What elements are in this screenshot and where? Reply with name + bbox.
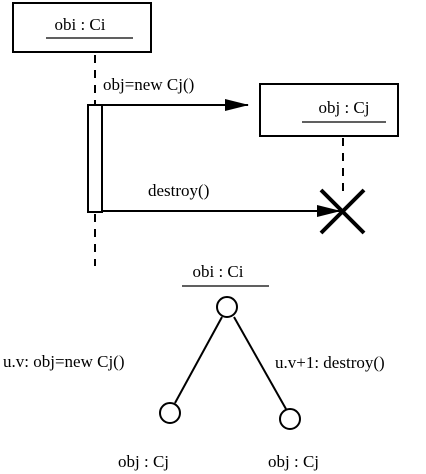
created-object-label: obj : Cj: [318, 98, 369, 117]
tree-edge-right: [233, 316, 287, 410]
tree-right-node: [279, 408, 301, 430]
create-message-label: obj=new Cj(): [103, 75, 194, 94]
tree-root-node: [216, 296, 238, 318]
destroy-message-label: destroy(): [148, 181, 209, 200]
tree-edge-left: [174, 316, 223, 404]
tree-left-leaf-label: obj : Cj: [118, 452, 169, 471]
tree-left-node: [159, 402, 181, 424]
caller-object-box: [12, 2, 152, 53]
created-object-box: [259, 83, 399, 137]
destruction-x-mark: [319, 188, 366, 235]
tree-left-edge-label: u.v: obj=new Cj(): [3, 352, 125, 371]
caller-object-label: obi : Ci: [54, 15, 105, 34]
tree-root-label: obi : Ci: [192, 262, 243, 281]
caller-activation-bar: [87, 104, 103, 213]
tree-right-leaf-label: obj : Cj: [268, 452, 319, 471]
tree-right-edge-label: u.v+1: destroy(): [275, 353, 385, 372]
